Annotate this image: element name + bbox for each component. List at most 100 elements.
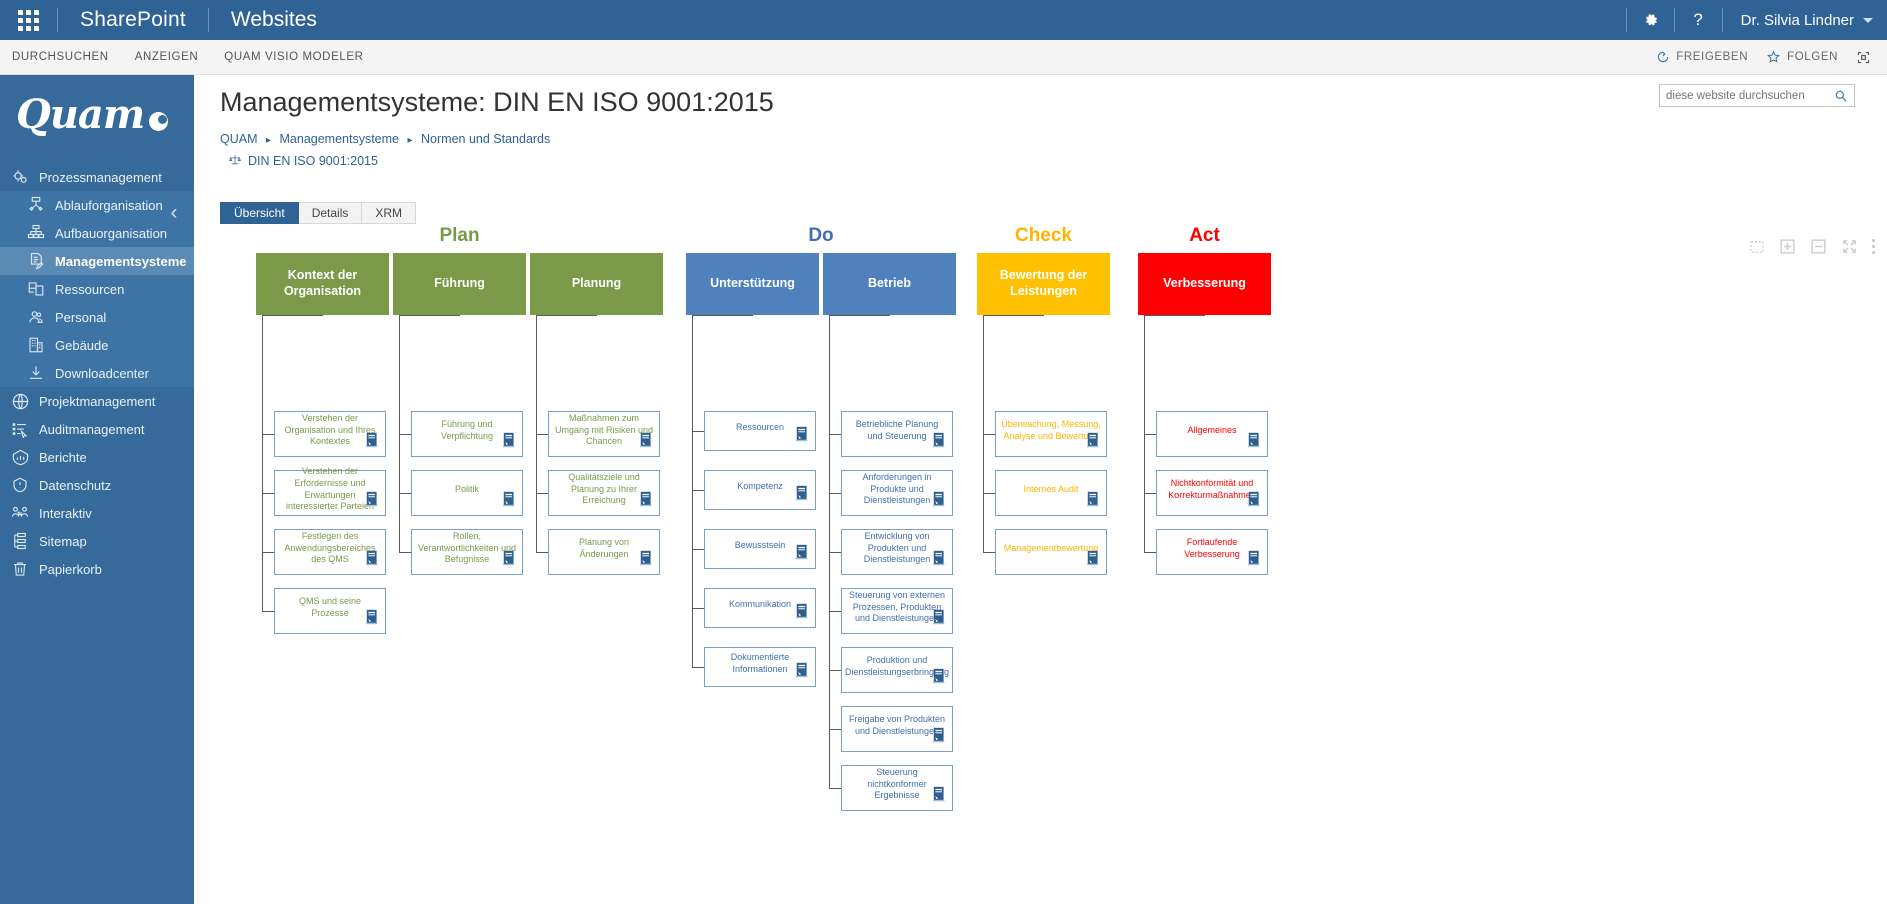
process-child-box[interactable]: Verstehen der Erfordernisse und Erwartun…: [274, 466, 389, 519]
tab-uebersicht[interactable]: Übersicht: [220, 202, 299, 224]
sidebar-item-aufbauorganisation[interactable]: Aufbauorganisation: [0, 219, 194, 247]
quam-logo[interactable]: Quam: [0, 75, 194, 153]
process-child-box[interactable]: Festlegen des Anwendungsbereiches des QM…: [274, 529, 389, 578]
document-icon[interactable]: [1085, 550, 1102, 572]
document-icon[interactable]: [794, 603, 811, 625]
more-options-icon[interactable]: [1872, 239, 1875, 254]
process-child-box[interactable]: Führung und Verpflichtung: [411, 411, 526, 460]
document-icon[interactable]: [1085, 491, 1102, 513]
gear-icon[interactable]: [1627, 0, 1674, 40]
process-child-box[interactable]: Politik: [411, 470, 526, 519]
process-child-box[interactable]: Internes Audit: [995, 470, 1110, 519]
process-child-box[interactable]: Fortlaufende Verbesserung: [1156, 529, 1271, 578]
process-header-box[interactable]: Führung: [393, 253, 526, 315]
process-header-box[interactable]: Kontext der Organisation: [256, 253, 389, 315]
fit-screen-icon[interactable]: [1841, 238, 1858, 255]
document-icon[interactable]: [1246, 432, 1263, 454]
process-child-box[interactable]: Verstehen der Organisation und Ihres Kon…: [274, 411, 389, 460]
process-header-box[interactable]: Planung: [530, 253, 663, 315]
process-child-box[interactable]: Maßnahmen zum Umgang mit Risiken und Cha…: [548, 411, 663, 460]
sidebar-item-personal[interactable]: Personal: [0, 303, 194, 331]
process-child-box[interactable]: Produktion und Dienstleistungserbringung: [841, 647, 956, 696]
document-icon[interactable]: [364, 550, 381, 572]
process-child-box[interactable]: Überwachung, Messung, Analyse und Bewert…: [995, 411, 1110, 460]
sidebar-item-interaktiv[interactable]: Interaktiv: [0, 499, 194, 527]
process-child-box[interactable]: Entwicklung von Produkten und Dienstleis…: [841, 529, 956, 578]
document-icon[interactable]: [931, 727, 948, 749]
sidebar-item-managementsysteme[interactable]: Managementsysteme: [0, 247, 194, 275]
document-icon[interactable]: [1246, 491, 1263, 513]
document-icon[interactable]: [364, 609, 381, 631]
process-child-box[interactable]: Rollen, Verantwortlichkeiten und Befugni…: [411, 529, 526, 578]
tab-details[interactable]: Details: [298, 202, 363, 224]
document-icon[interactable]: [638, 491, 655, 513]
marquee-select-icon[interactable]: [1749, 239, 1765, 255]
share-button[interactable]: FREIGEBEN: [1656, 50, 1748, 64]
site-name[interactable]: Websites: [230, 8, 317, 31]
breadcrumb-item-quam[interactable]: QUAM: [220, 132, 258, 146]
sidebar-item-downloadcenter[interactable]: Downloadcenter: [0, 359, 194, 387]
sidebar-item-sitemap[interactable]: Sitemap: [0, 527, 194, 555]
process-header-box[interactable]: Betrieb: [823, 253, 956, 315]
document-icon[interactable]: [1246, 550, 1263, 572]
process-child-box[interactable]: Managementbewertung: [995, 529, 1110, 578]
process-child-box[interactable]: Betriebliche Planung und Steuerung: [841, 411, 956, 460]
app-launcher-icon[interactable]: [0, 0, 57, 40]
document-icon[interactable]: [501, 550, 518, 572]
search-box[interactable]: [1659, 84, 1855, 107]
breadcrumb-item-normen-und-standards[interactable]: Normen und Standards: [421, 132, 551, 146]
process-child-box[interactable]: Planung von Änderungen: [548, 529, 663, 578]
user-menu[interactable]: Dr. Silvia Lindner: [1723, 0, 1887, 40]
sharepoint-brand[interactable]: SharePoint: [80, 8, 186, 31]
sidebar-item-datenschutz[interactable]: Datenschutz: [0, 471, 194, 499]
document-icon[interactable]: [794, 485, 811, 507]
search-input[interactable]: [1666, 89, 1834, 102]
document-icon[interactable]: [638, 550, 655, 572]
document-icon[interactable]: [931, 786, 948, 808]
process-child-box[interactable]: Anforderungen in Produkte und Dienstleis…: [841, 470, 956, 519]
process-child-box[interactable]: Qualitätsziele und Planung zu Ihrer Erre…: [548, 470, 663, 519]
sidebar-item-papierkorb[interactable]: Papierkorb: [0, 555, 194, 583]
process-child-box[interactable]: Dokumentierte Informationen: [704, 647, 819, 690]
document-icon[interactable]: [501, 432, 518, 454]
document-icon[interactable]: [794, 544, 811, 566]
document-icon[interactable]: [501, 491, 518, 513]
zoom-in-icon[interactable]: [1779, 238, 1796, 255]
search-icon[interactable]: [1834, 89, 1848, 103]
sidebar-item-gebaeude[interactable]: Gebäude: [0, 331, 194, 359]
breadcrumb-item-managementsysteme[interactable]: Managementsysteme: [279, 132, 400, 146]
sidebar-item-ressourcen[interactable]: Ressourcen: [0, 275, 194, 303]
follow-button[interactable]: FOLGEN: [1766, 50, 1838, 64]
sidebar-item-ablauforganisation[interactable]: Ablauforganisation: [0, 191, 194, 219]
breadcrumb-leaf[interactable]: DIN EN ISO 9001:2015: [228, 153, 378, 169]
process-header-box[interactable]: Unterstützung: [686, 253, 819, 315]
document-icon[interactable]: [931, 550, 948, 572]
process-child-box[interactable]: Ressourcen: [704, 411, 819, 454]
collapse-nav-icon[interactable]: ‹: [170, 201, 178, 224]
process-child-box[interactable]: Freigabe von Produkten und Dienstleistun…: [841, 706, 956, 755]
process-child-box[interactable]: Kommunikation: [704, 588, 819, 631]
document-icon[interactable]: [794, 426, 811, 448]
sidebar-item-prozessmanagement[interactable]: Prozessmanagement: [0, 163, 194, 191]
ribbon-tab-durchsuchen[interactable]: DURCHSUCHEN: [12, 51, 109, 63]
process-child-box[interactable]: Steuerung nichtkonformer Ergebnisse: [841, 765, 956, 814]
process-header-box[interactable]: Bewertung der Leistungen: [977, 253, 1110, 315]
process-child-box[interactable]: Bewusstsein: [704, 529, 819, 572]
document-icon[interactable]: [364, 432, 381, 454]
process-header-box[interactable]: Verbesserung: [1138, 253, 1271, 315]
document-icon[interactable]: [638, 432, 655, 454]
zoom-out-icon[interactable]: [1810, 238, 1827, 255]
document-icon[interactable]: [931, 668, 948, 690]
process-child-box[interactable]: Nichtkonformität und Korrekturmaßnahmen: [1156, 470, 1271, 519]
sidebar-item-auditmanagement[interactable]: Auditmanagement: [0, 415, 194, 443]
sidebar-item-berichte[interactable]: Berichte: [0, 443, 194, 471]
process-child-box[interactable]: QMS und seine Prozesse: [274, 588, 389, 637]
sidebar-item-projektmanagement[interactable]: Projektmanagement: [0, 387, 194, 415]
document-icon[interactable]: [1085, 432, 1102, 454]
ribbon-tab-quam-visio-modeler[interactable]: QUAM VISIO MODELER: [224, 51, 364, 63]
focus-on-content-button[interactable]: [1856, 50, 1871, 65]
document-icon[interactable]: [931, 491, 948, 513]
help-icon[interactable]: ?: [1693, 10, 1703, 29]
document-icon[interactable]: [931, 609, 948, 631]
tab-xrm[interactable]: XRM: [362, 202, 417, 224]
